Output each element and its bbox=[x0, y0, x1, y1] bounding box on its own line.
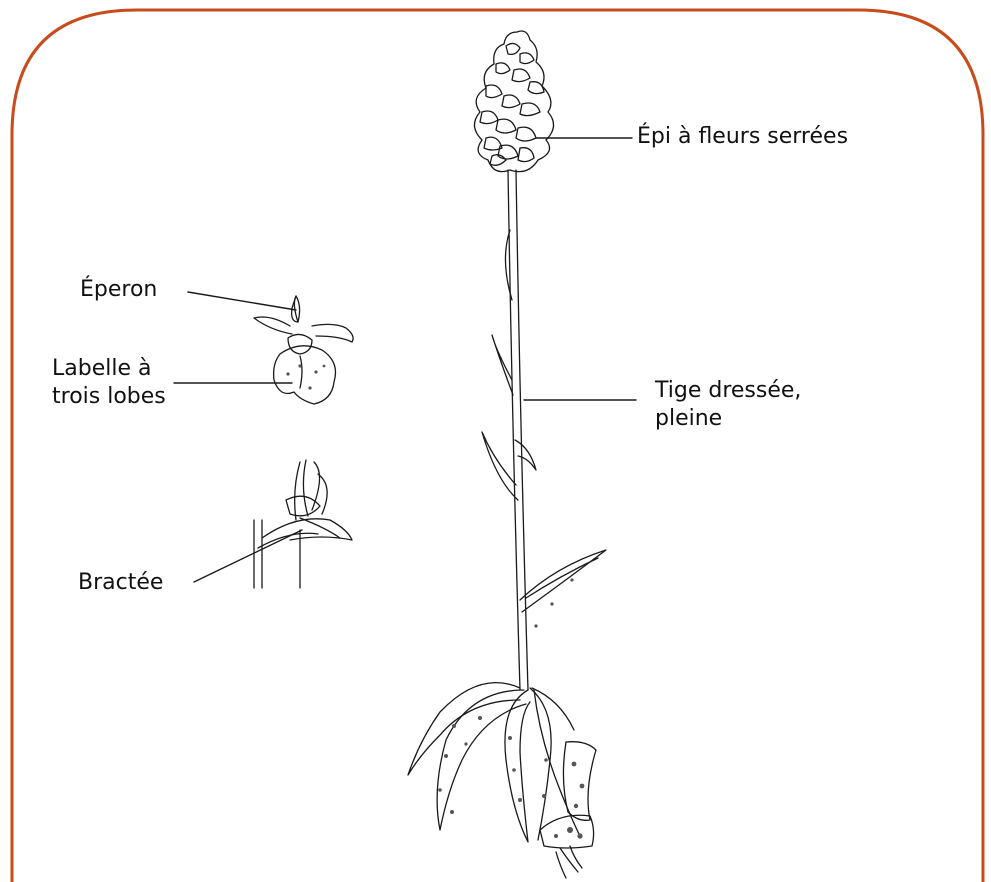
leader-bractee bbox=[194, 530, 302, 582]
leader-lines bbox=[174, 138, 636, 582]
flower-detail-top bbox=[254, 296, 353, 404]
basal-leaves bbox=[408, 683, 596, 878]
label-tige-line2: pleine bbox=[655, 405, 801, 433]
label-epi: Épi à fleurs serrées bbox=[637, 123, 848, 151]
leader-eperon bbox=[188, 292, 296, 310]
label-bractee: Bractée bbox=[78, 569, 163, 597]
stem bbox=[508, 170, 528, 690]
label-labelle-line1: Labelle à bbox=[52, 355, 166, 383]
label-labelle-line2: trois lobes bbox=[52, 383, 166, 411]
label-eperon: Éperon bbox=[80, 276, 157, 304]
leaf-spots bbox=[286, 364, 584, 838]
flower-detail-bottom bbox=[254, 460, 352, 588]
flower-spike bbox=[474, 31, 553, 172]
label-tige: Tige dressée, pleine bbox=[655, 377, 801, 433]
label-labelle: Labelle à trois lobes bbox=[52, 355, 166, 411]
label-tige-line1: Tige dressée, bbox=[655, 377, 801, 405]
stem-leaves bbox=[482, 230, 606, 612]
